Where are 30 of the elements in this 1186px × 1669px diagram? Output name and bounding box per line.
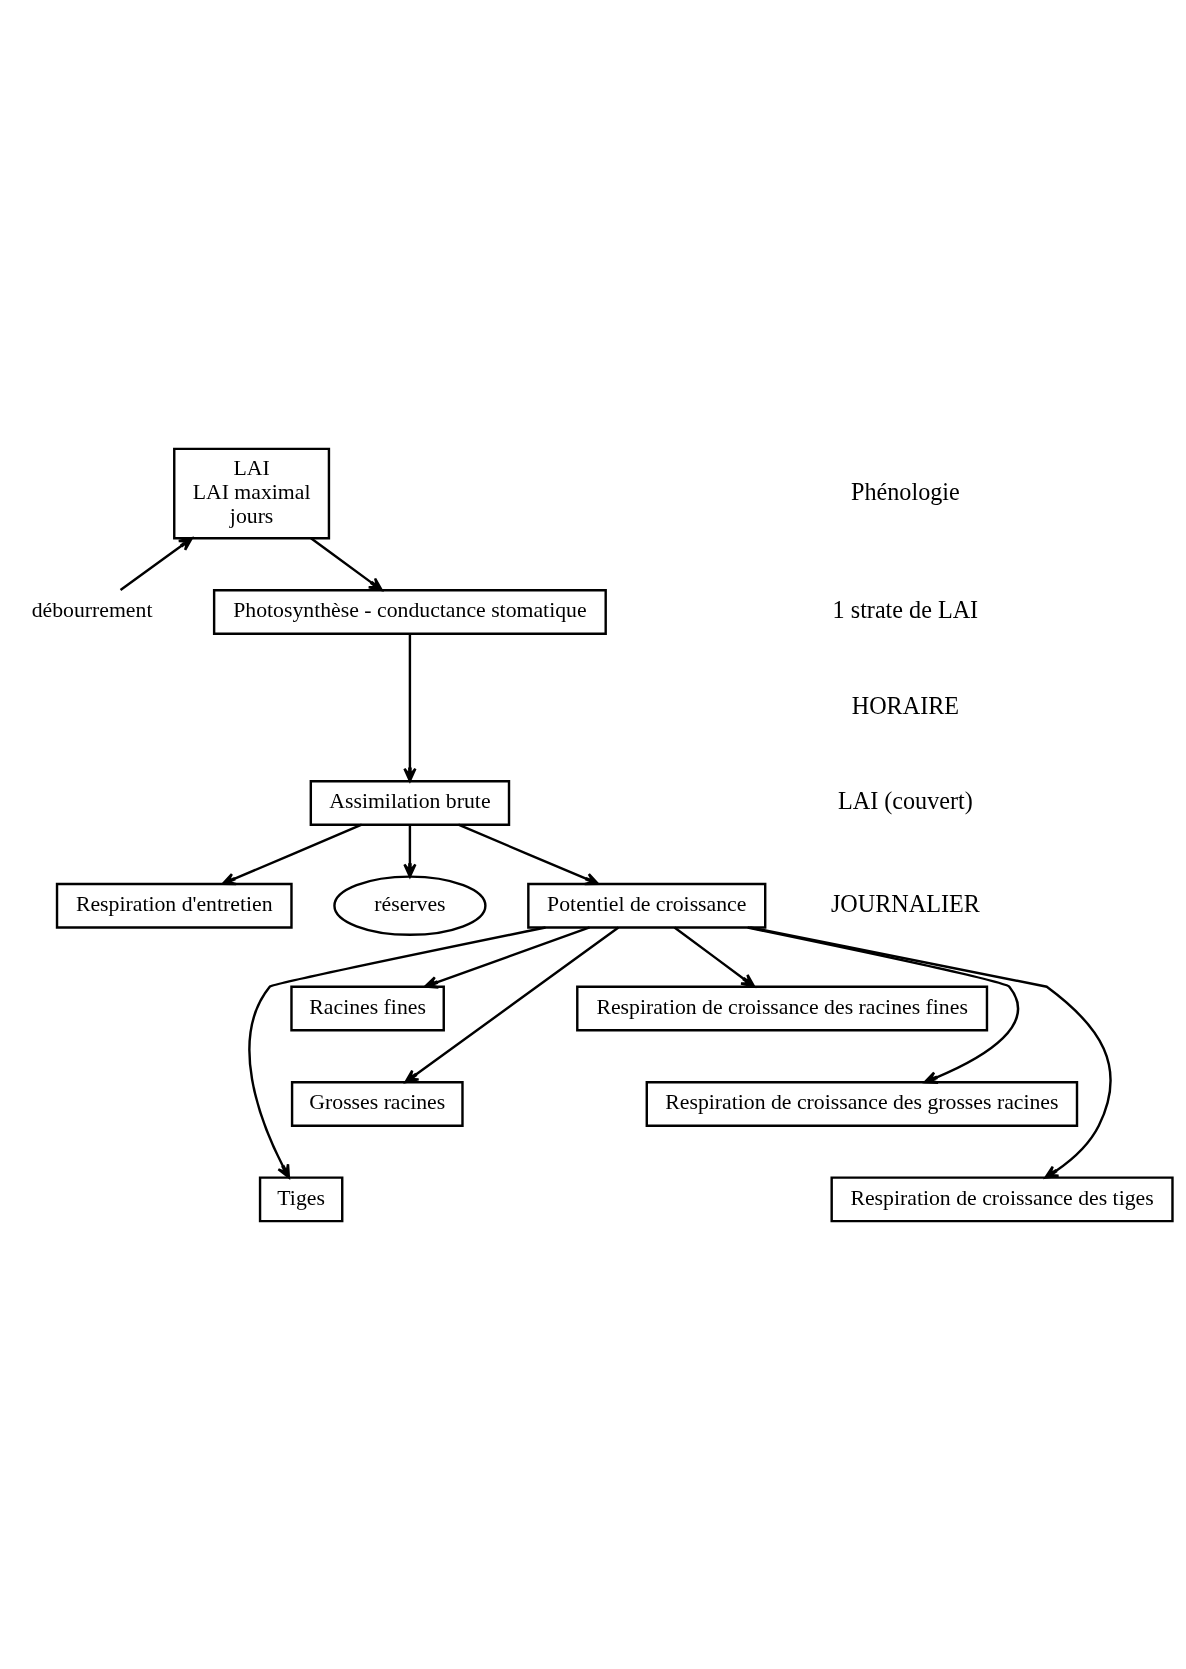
arrow xyxy=(749,925,1112,1179)
arrow xyxy=(403,633,417,782)
arrow xyxy=(404,926,620,1083)
node-box: Tiges xyxy=(258,1175,344,1222)
node-box: Racines fines xyxy=(290,985,445,1031)
arrow xyxy=(310,536,383,591)
arrow xyxy=(457,823,600,885)
node-box: Photosynthèse - conductance stomatique xyxy=(212,588,607,635)
node-box: Respiration de croissance des grosses racines xyxy=(645,1080,1079,1127)
label: LAI (couvert) xyxy=(837,786,973,814)
node-box: Assimilation brute xyxy=(309,779,511,826)
arrow xyxy=(248,925,546,1179)
node-ellipse: réserves xyxy=(333,874,487,936)
node-box: Grosses racines xyxy=(290,1080,464,1127)
label: JOURNALIER xyxy=(830,889,980,917)
label: 1 strate de LAI xyxy=(832,595,979,623)
node-box: Respiration de croissance des racines fines xyxy=(576,985,989,1031)
node-box: LAI LAI maximal jours xyxy=(173,447,331,539)
node-box: Respiration de croissance des tiges xyxy=(830,1175,1174,1222)
arrow xyxy=(747,925,1019,1084)
arrow xyxy=(403,824,417,878)
arrow xyxy=(221,823,363,885)
node-box: Potentiel de croissance xyxy=(527,882,767,929)
arrow xyxy=(119,536,193,591)
arrow xyxy=(424,925,591,989)
node-text: débourrement xyxy=(31,597,153,622)
label: HORAIRE xyxy=(851,691,960,718)
arrow xyxy=(673,925,756,988)
node-box: Respiration d'entretien xyxy=(55,882,293,929)
label: Phénologie xyxy=(851,477,960,505)
